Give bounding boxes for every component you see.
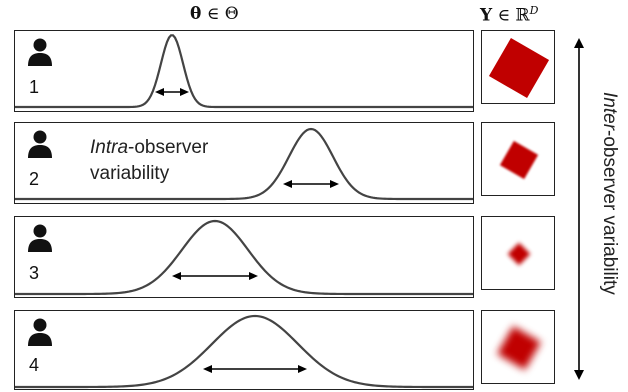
segmentation-box-1 [481, 30, 555, 104]
person-icon [28, 318, 52, 346]
spread-arrow-4 [203, 365, 307, 373]
theta-set: ∈ Θ [201, 4, 239, 24]
inter-observer-arrow [574, 38, 584, 380]
inter-italic: Inter [599, 92, 620, 131]
gaussian-curve-4 [15, 314, 473, 389]
intra-observer-label: Intra-observer variability [90, 135, 208, 187]
observer-row-2: 2 Intra-observer variability [14, 122, 474, 204]
intra-rest: -observer [128, 137, 209, 158]
observer-row-4: 4 [14, 310, 474, 390]
gaussian-curve-2 [15, 127, 473, 201]
spread-arrow-1 [155, 88, 189, 96]
segmentation-square-2 [499, 140, 539, 180]
y-header: Y ∈ ℝD [480, 4, 539, 26]
segmentation-square-1 [488, 37, 550, 99]
theta-header: θ ∈ Θ [190, 4, 239, 24]
observer-row-1: 1 [14, 30, 474, 112]
spread-arrow-3 [172, 272, 258, 280]
theta-symbol: θ [190, 4, 202, 24]
y-set: ∈ ℝ [492, 5, 530, 26]
observer-number-2: 2 [29, 169, 40, 189]
spread-arrow-2 [283, 180, 339, 188]
y-superscript: D [529, 4, 539, 17]
observer-number-4: 4 [29, 355, 40, 375]
person-icon [28, 38, 52, 66]
observer-row-3: 3 [14, 216, 474, 298]
gaussian-curve-1 [15, 34, 473, 109]
inter-observer-label: Inter-observer variability [599, 92, 620, 342]
segmentation-square-4 [497, 326, 541, 370]
segmentation-box-2 [481, 122, 555, 196]
y-symbol: Y [480, 5, 493, 26]
person-icon [28, 130, 52, 158]
intra-line2: variability [90, 163, 170, 184]
segmentation-square-3 [507, 242, 531, 266]
observer-number-1: 1 [29, 77, 40, 97]
gaussian-curve-3 [15, 219, 473, 296]
segmentation-box-3 [481, 216, 555, 290]
inter-rest: -observer variability [599, 130, 620, 295]
intra-italic: Intra [90, 137, 129, 158]
person-icon [28, 224, 52, 252]
observer-number-3: 3 [29, 263, 40, 283]
segmentation-box-4 [481, 310, 555, 384]
